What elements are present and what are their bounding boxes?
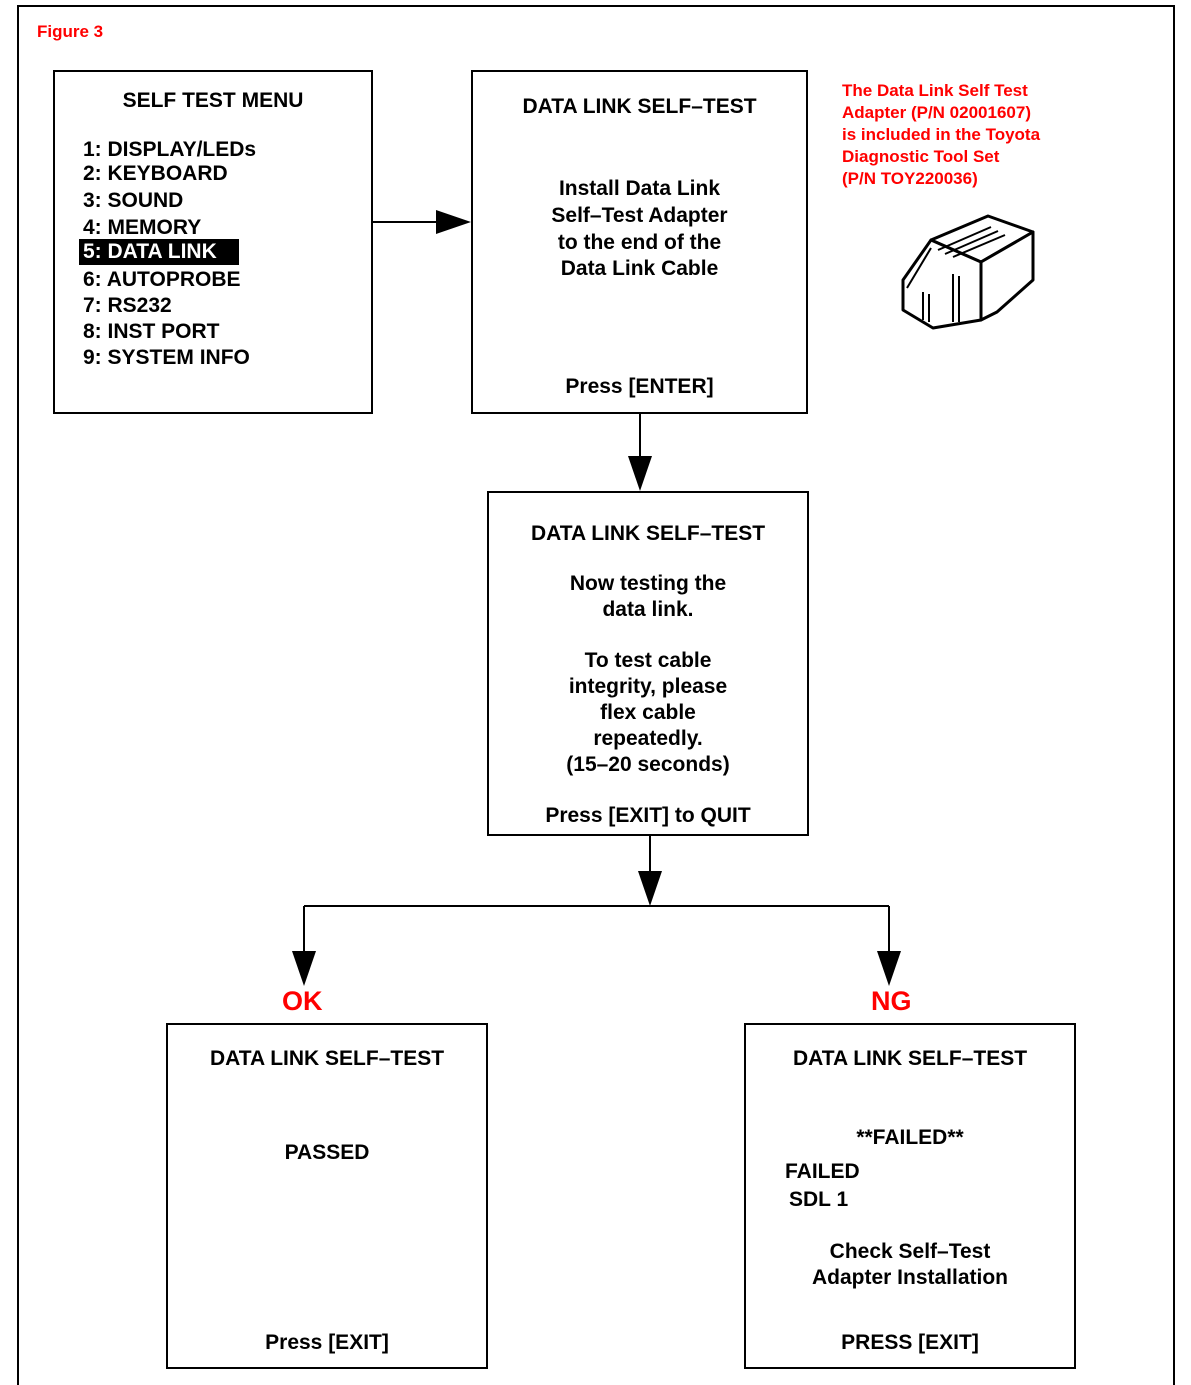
testing-line-a2: data link. — [602, 598, 694, 621]
status-ng-label: NG — [871, 986, 912, 1016]
arrowhead-down-2 — [638, 871, 662, 906]
ok-screen-title: DATA LINK SELF–TEST — [209, 1047, 445, 1070]
adapter-note: The Data Link Self Test Adapter (P/N 020… — [842, 80, 1102, 190]
testing-screen: DATA LINK SELF–TEST Now testing the data… — [487, 491, 809, 836]
install-screen-title: DATA LINK SELF–TEST — [522, 95, 757, 118]
figure-frame — [17, 5, 1175, 1385]
testing-line-b3: flex cable — [600, 701, 696, 724]
menu-title: SELF TEST MENU — [122, 89, 304, 112]
ng-screen-title: DATA LINK SELF–TEST — [792, 1047, 1028, 1070]
install-line-3: to the end of the — [557, 231, 722, 254]
install-line-1: Install Data Link — [558, 177, 721, 200]
arrowhead-down-ng — [877, 951, 901, 986]
menu-item-system-info[interactable]: 9: SYSTEM INFO — [83, 346, 250, 369]
install-screen-footer: Press [ENTER] — [565, 375, 714, 398]
testing-screen-footer: Press [EXIT] to QUIT — [545, 804, 751, 827]
menu-item-keyboard[interactable]: 2: KEYBOARD — [83, 162, 228, 185]
status-ok-label: OK — [282, 986, 323, 1016]
figure-label: Figure 3 — [37, 22, 104, 41]
ng-detail-2: SDL 1 — [789, 1188, 849, 1211]
install-adapter-screen: DATA LINK SELF–TEST Install Data Link Se… — [471, 70, 808, 414]
install-line-2: Self–Test Adapter — [551, 204, 728, 227]
menu-item-autoprobe[interactable]: 6: AUTOPROBE — [83, 268, 241, 291]
ok-message: PASSED — [284, 1141, 370, 1164]
ng-screen-footer: PRESS [EXIT] — [841, 1331, 979, 1354]
menu-item-sound[interactable]: 3: SOUND — [83, 189, 184, 212]
menu-item-inst-port[interactable]: 8: INST PORT — [83, 320, 220, 343]
self-test-menu-screen: SELF TEST MENU 1: DISPLAY/LEDs 2: KEYBOA… — [53, 70, 373, 414]
ng-advice-2: Adapter Installation — [811, 1266, 1009, 1289]
testing-line-a1: Now testing the — [569, 572, 727, 595]
arrowhead-down-1 — [628, 456, 652, 491]
ng-banner: **FAILED** — [856, 1126, 964, 1149]
menu-item-rs232[interactable]: 7: RS232 — [83, 294, 172, 317]
arrowhead-down-ok — [292, 951, 316, 986]
adapter-note-line-5: (P/N TOY220036) — [842, 169, 978, 188]
install-line-4: Data Link Cable — [560, 257, 719, 280]
ng-detail-1: FAILED — [785, 1160, 860, 1183]
adapter-plug-icon — [901, 214, 1035, 330]
result-ng-screen: DATA LINK SELF–TEST **FAILED** FAILED SD… — [744, 1023, 1076, 1369]
menu-item-memory[interactable]: 4: MEMORY — [83, 216, 202, 239]
ok-screen-footer: Press [EXIT] — [265, 1331, 389, 1354]
adapter-note-line-1: The Data Link Self Test — [842, 81, 1028, 100]
testing-line-b1: To test cable — [584, 649, 712, 672]
menu-item-display-leds[interactable]: 1: DISPLAY/LEDs — [83, 138, 257, 161]
result-ok-screen: DATA LINK SELF–TEST PASSED Press [EXIT] — [166, 1023, 488, 1369]
adapter-note-line-3: is included in the Toyota — [842, 125, 1041, 144]
testing-line-b4: repeatedly. — [593, 727, 703, 750]
ng-advice-1: Check Self–Test — [829, 1240, 991, 1263]
adapter-note-line-4: Diagnostic Tool Set — [842, 147, 1000, 166]
testing-line-b5: (15–20 seconds) — [566, 753, 730, 776]
adapter-note-line-2: Adapter (P/N 02001607) — [842, 103, 1031, 122]
arrowhead-right — [436, 210, 471, 234]
testing-screen-title: DATA LINK SELF–TEST — [530, 522, 766, 545]
menu-item-data-link-selected[interactable]: 5: DATA LINK — [79, 239, 239, 265]
testing-line-b2: integrity, please — [568, 675, 728, 698]
